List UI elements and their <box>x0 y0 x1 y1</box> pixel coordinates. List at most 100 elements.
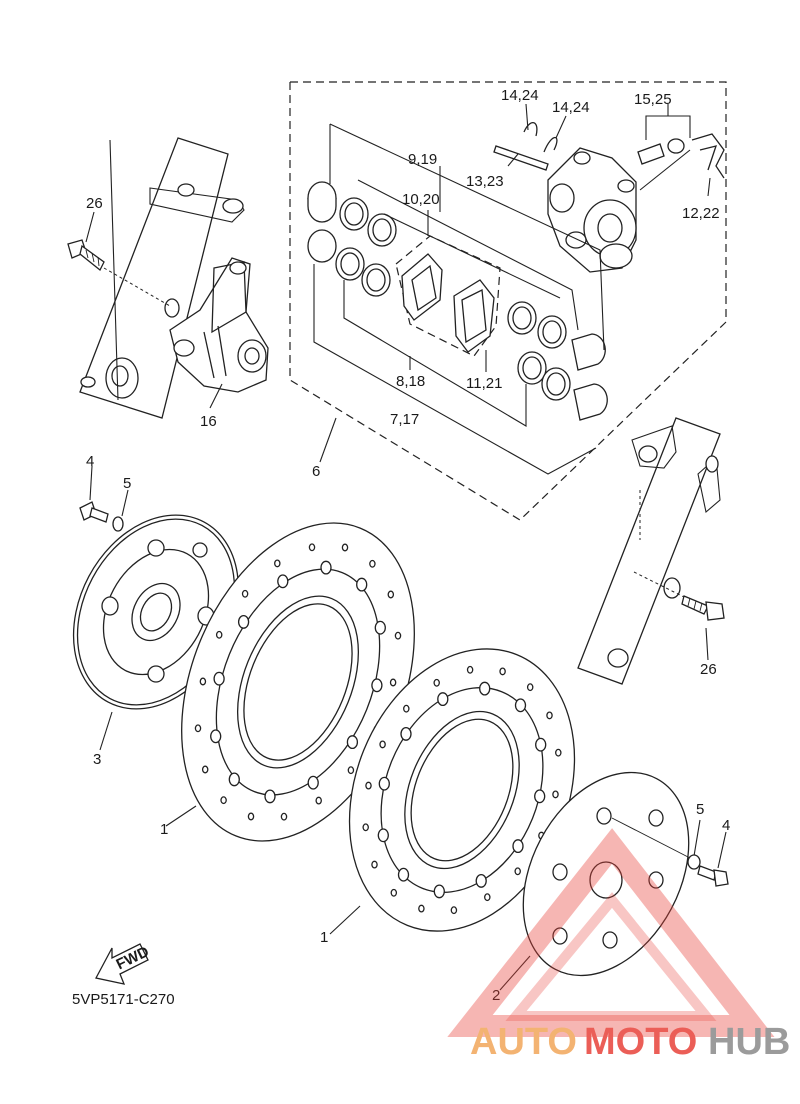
disc-drill-hole <box>390 888 398 897</box>
watermark-logo <box>447 828 775 1037</box>
disc-drill-hole <box>484 893 491 902</box>
disc-drill-hole <box>274 559 281 568</box>
disc-drill-hole <box>418 904 425 913</box>
disc-drill-hole <box>237 614 250 629</box>
callout-14-24-b: 14,24 <box>552 99 590 116</box>
left-fork-leg <box>79 137 245 419</box>
disc-drill-hole <box>479 681 491 696</box>
disc-drill-hole <box>346 735 359 750</box>
right-hub-bolt <box>687 854 729 887</box>
disc-drill-hole <box>378 776 390 791</box>
disc-drill-hole <box>512 839 524 854</box>
callout-13-23: 13,23 <box>466 173 504 190</box>
disc-drill-hole <box>215 630 223 639</box>
disc-drill-hole <box>377 828 389 843</box>
disc-drill-hole <box>397 867 410 882</box>
drawing-code: 5VP5171-C270 <box>72 991 175 1008</box>
callout-5-right: 5 <box>696 801 704 818</box>
callout-6: 6 <box>312 463 320 480</box>
disc-drill-hole <box>379 740 386 749</box>
callout-2: 2 <box>492 987 500 1004</box>
callout-16: 16 <box>200 413 217 430</box>
callout-26-right: 26 <box>700 661 717 678</box>
disc-drill-hole <box>526 683 534 692</box>
disc-drill-hole <box>247 812 255 821</box>
disc-drill-hole <box>535 737 547 752</box>
disc-drill-hole <box>228 772 240 787</box>
disc-drill-hole <box>552 790 559 799</box>
right-fork-leg <box>577 417 721 685</box>
disc-drill-hole <box>365 781 372 790</box>
right-caliper <box>493 122 725 273</box>
disc-drill-hole <box>199 677 207 686</box>
disc-drill-hole <box>555 748 562 757</box>
callout-1-left: 1 <box>160 821 168 838</box>
piston-seal-set <box>307 181 608 421</box>
disc-drill-hole <box>341 543 349 552</box>
brake-pads <box>395 235 501 357</box>
callout-15-25: 15,25 <box>634 91 672 108</box>
disc-drill-hole <box>220 796 227 805</box>
callout-11-21: 11,21 <box>466 375 502 392</box>
disc-drill-hole <box>466 665 474 674</box>
disc-drill-hole <box>371 678 383 693</box>
disc-drill-hole <box>374 620 386 635</box>
right-brake-disc <box>348 648 576 932</box>
callout-14-24-a: 14,24 <box>501 87 539 104</box>
disc-drill-hole <box>387 590 395 599</box>
callout-4-left: 4 <box>86 453 94 470</box>
disc-drill-hole <box>433 884 445 899</box>
disc-drill-hole <box>514 867 521 876</box>
disc-drill-hole <box>308 543 316 552</box>
automotohub-watermark: AUTO MOTO HUB <box>447 828 790 1063</box>
watermark-brand-auto: AUTO <box>470 1021 577 1063</box>
callout-9-19: 9,19 <box>408 151 437 168</box>
disc-drill-hole <box>499 667 506 676</box>
caliper-kit-boundary <box>289 81 727 521</box>
right-fork-bolt <box>681 595 725 621</box>
left-fork-bolt <box>67 239 171 307</box>
disc-drill-hole <box>347 766 355 775</box>
disc-drill-hole <box>369 559 376 568</box>
leader-lines <box>85 103 727 991</box>
callout-1-right: 1 <box>320 929 328 946</box>
callout-5-left: 5 <box>123 475 131 492</box>
right-disc-hub <box>522 771 691 977</box>
disc-drill-hole <box>514 698 527 713</box>
fwd-direction-arrow: FWD <box>95 943 152 985</box>
left-hub-bolt <box>79 501 124 532</box>
disc-drill-hole <box>403 704 410 713</box>
callout-3: 3 <box>93 751 101 768</box>
disc-drill-hole <box>371 860 378 869</box>
disc-drill-hole <box>264 789 276 804</box>
watermark-brand-moto: MOTO <box>584 1021 697 1063</box>
disc-drill-hole <box>307 775 319 790</box>
disc-drill-hole <box>210 729 222 744</box>
left-caliper <box>169 257 269 393</box>
disc-drill-hole <box>475 873 487 888</box>
callout-7-17: 7,17 <box>390 411 419 428</box>
disc-drill-hole <box>389 678 397 687</box>
disc-drill-hole <box>201 765 209 774</box>
watermark-brand-hub: HUB <box>708 1021 790 1063</box>
disc-drill-hole <box>394 631 402 640</box>
callout-8-18: 8,18 <box>396 373 425 390</box>
disc-drill-hole <box>546 711 553 720</box>
disc-drill-hole <box>433 678 440 687</box>
disc-drill-hole <box>213 671 225 686</box>
callout-10-20: 10,20 <box>402 191 440 208</box>
disc-drill-hole <box>437 692 449 707</box>
disc-drill-hole <box>534 789 546 804</box>
disc-drill-hole <box>194 724 202 733</box>
disc-drill-hole <box>320 560 332 575</box>
callout-12-22: 12,22 <box>682 205 720 222</box>
disc-drill-hole <box>400 726 412 741</box>
disc-drill-hole <box>362 823 369 832</box>
callout-4-right: 4 <box>722 817 730 834</box>
disc-drill-hole <box>356 577 368 592</box>
disc-drill-hole <box>280 812 288 821</box>
disc-drill-hole <box>450 906 458 915</box>
disc-drill-hole <box>277 574 289 589</box>
callout-26-left: 26 <box>86 195 103 212</box>
